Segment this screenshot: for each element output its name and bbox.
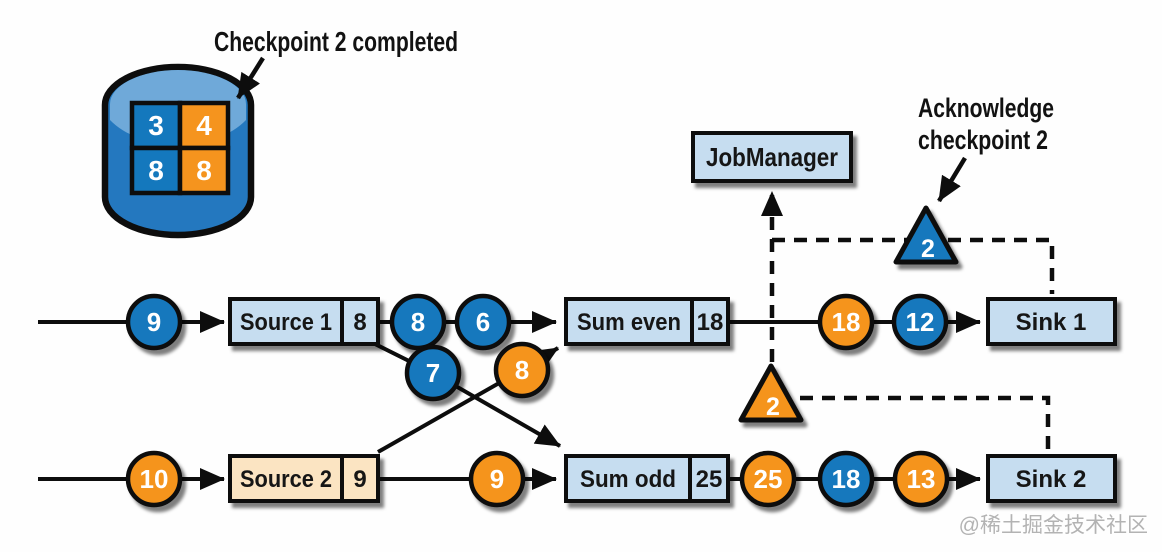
source2-state-cell xyxy=(340,454,380,503)
record-circle: 18 xyxy=(817,293,875,351)
record-dot xyxy=(817,450,875,508)
source2-node: Source 2 9 xyxy=(228,454,380,503)
record-value: 13 xyxy=(907,464,936,494)
sink2-node: Sink 2 xyxy=(986,454,1117,503)
record-value: 12 xyxy=(906,307,935,337)
source1-label: Source 1 xyxy=(240,309,332,336)
sum-even-state-cell xyxy=(690,297,730,346)
record-value: 10 xyxy=(140,464,169,494)
record-dot xyxy=(125,450,183,508)
record-circle: 12 xyxy=(891,293,949,351)
record-dot xyxy=(817,293,875,351)
record-dot xyxy=(125,293,183,351)
record-value: 8 xyxy=(411,307,425,337)
record-dot xyxy=(454,293,512,351)
record-value: 25 xyxy=(754,464,783,494)
sink1-label: Sink 1 xyxy=(1016,309,1087,336)
sum-even-state: 18 xyxy=(697,309,724,336)
checkpoint-barrier-blue-icon: 2 xyxy=(893,205,959,265)
record-circle: 13 xyxy=(892,450,950,508)
record-value: 8 xyxy=(515,355,529,385)
record-circle: 8 xyxy=(389,293,447,351)
jobmanager-label: JobManager xyxy=(706,142,838,172)
barrier-triangle xyxy=(738,363,804,423)
sum-odd-box xyxy=(564,454,692,503)
record-circle: 6 xyxy=(454,293,512,351)
sink2-box xyxy=(986,454,1117,503)
source2-state: 9 xyxy=(353,466,366,493)
record-dot xyxy=(892,450,950,508)
barrier-number: 2 xyxy=(766,393,780,421)
record-value: 18 xyxy=(832,307,861,337)
jobmanager-node: JobManager xyxy=(691,131,853,183)
source1-node: Source 1 8 xyxy=(228,297,380,346)
source1-state: 8 xyxy=(353,309,366,336)
record-dot xyxy=(493,341,551,399)
record-circle-cross-orange: 8 xyxy=(493,341,551,399)
ack-path-sink2 xyxy=(800,395,1051,451)
record-value: 7 xyxy=(426,358,440,388)
acknowledge-label-line2: checkpoint 2 xyxy=(918,125,1048,155)
ack-path-sink1 xyxy=(772,237,1055,294)
record-circle-top-in: 9 xyxy=(125,293,183,351)
checkpoint-completed-arrow xyxy=(236,56,265,100)
record-dot xyxy=(404,344,462,402)
sum-odd-label: Sum odd xyxy=(580,466,676,493)
sink1-box xyxy=(986,297,1117,346)
record-dot xyxy=(739,450,797,508)
record-dot xyxy=(389,293,447,351)
sum-even-box xyxy=(564,297,694,346)
record-value: 9 xyxy=(490,464,504,494)
record-value: 18 xyxy=(832,464,861,494)
record-circle-bottom-in: 10 xyxy=(125,450,183,508)
sum-even-node: Sum even 18 xyxy=(564,297,730,346)
record-value: 9 xyxy=(147,307,161,337)
state-cell-value: 8 xyxy=(196,155,212,186)
acknowledge-arrow xyxy=(937,156,967,203)
state-cell-value: 4 xyxy=(196,110,212,141)
source2-box xyxy=(228,454,344,503)
barrier-triangle xyxy=(893,205,959,265)
checkpoint-completed-label: Checkpoint 2 completed xyxy=(214,26,458,57)
record-value: 6 xyxy=(476,307,490,337)
barrier-number: 2 xyxy=(921,235,935,263)
record-circle: 9 xyxy=(468,450,526,508)
sum-even-label: Sum even xyxy=(577,309,681,336)
state-cell-value: 8 xyxy=(148,155,164,186)
record-circle: 25 xyxy=(739,450,797,508)
record-circle: 18 xyxy=(817,450,875,508)
jobmanager-box xyxy=(691,131,853,183)
acknowledge-label-line1: Acknowledge xyxy=(918,93,1054,123)
watermark: @稀土掘金技术社区 xyxy=(959,514,1148,537)
sink2-label: Sink 2 xyxy=(1016,466,1087,493)
sink1-node: Sink 1 xyxy=(986,297,1117,346)
sum-odd-state: 25 xyxy=(696,466,723,493)
record-circle-cross-blue: 7 xyxy=(404,344,462,402)
sum-odd-state-cell xyxy=(688,454,730,503)
state-cell xyxy=(177,145,231,196)
source2-label: Source 2 xyxy=(240,466,332,493)
source1-state-cell xyxy=(340,297,380,346)
checkpoint-storage-icon: 3 4 8 8 xyxy=(101,63,255,239)
sum-odd-node: Sum odd 25 xyxy=(564,454,730,503)
record-dot xyxy=(891,293,949,351)
state-cell-value: 3 xyxy=(148,110,164,141)
record-dot xyxy=(468,450,526,508)
checkpoint-state-grid: 3 4 8 8 xyxy=(129,100,231,196)
checkpoint-barrier-orange-icon: 2 xyxy=(738,363,804,423)
